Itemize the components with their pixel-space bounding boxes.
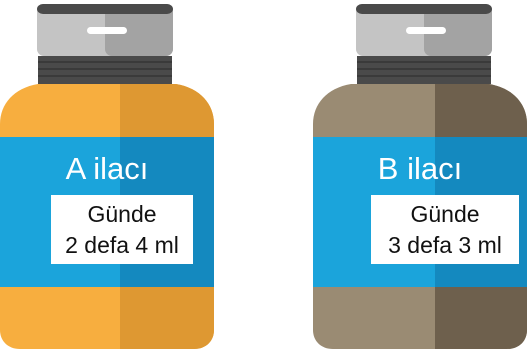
- medicine-b-dose-line1: Günde: [410, 201, 480, 227]
- medicine-a-dose: Günde 2 defa 4 ml: [51, 195, 193, 264]
- medicine-a-name: A ilacı: [65, 151, 149, 186]
- medicine-a-dose-line1: Günde: [87, 201, 157, 227]
- bottle-a-cap-highlight: [87, 27, 127, 34]
- medicine-b-bottle: B ilacı Günde 3 defa 3 ml: [313, 0, 527, 349]
- medicine-a-dose-line2: 2 defa 4 ml: [65, 232, 179, 258]
- medicine-b-dose: Günde 3 defa 3 ml: [371, 195, 519, 264]
- medicine-b-dose-line2: 3 defa 3 ml: [388, 232, 502, 258]
- bottle-b-cap-highlight: [406, 27, 446, 34]
- medicine-a-bottle: A ilacı Günde 2 defa 4 ml: [0, 0, 214, 349]
- medicine-b-name: B ilacı: [377, 151, 463, 186]
